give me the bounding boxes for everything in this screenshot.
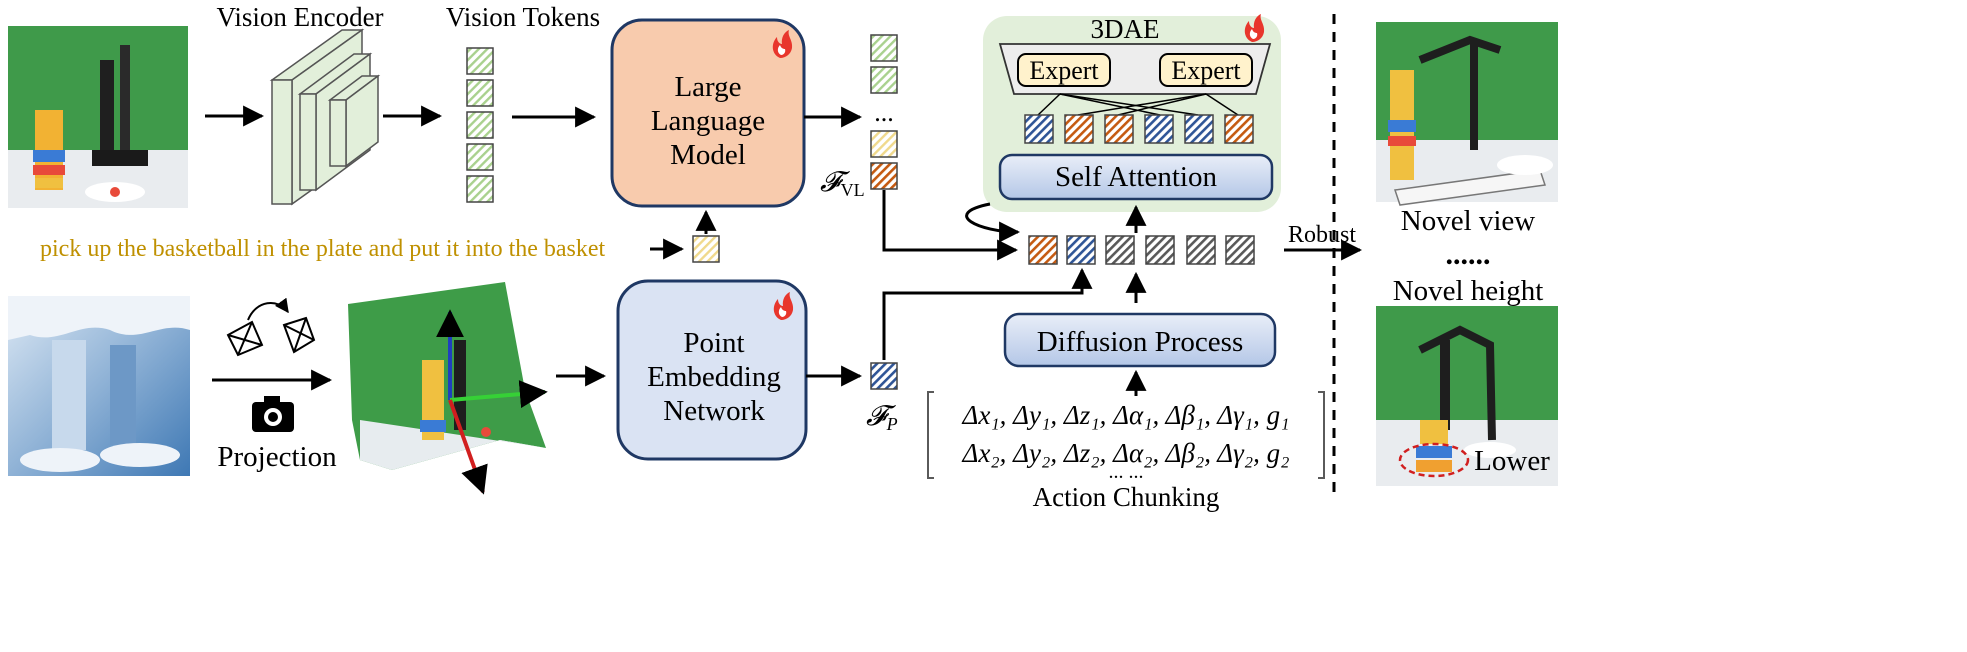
pen-label-line1: Point xyxy=(683,327,744,359)
projection-label: Projection xyxy=(217,441,337,473)
action-row-dots: ... ... xyxy=(1109,461,1144,483)
rgb-input-image xyxy=(8,26,188,208)
dae-module: 3DAE Expert Expert Self Attention xyxy=(983,14,1281,212)
point-cloud-image xyxy=(348,282,548,495)
self-attention-label: Self Attention xyxy=(1055,161,1217,193)
llm-label-line3: Model xyxy=(670,139,746,171)
instruction-text: pick up the basketball in the plate and … xyxy=(40,236,606,262)
pen-label-line3: Network xyxy=(663,395,765,427)
llm-label-line1: Large xyxy=(674,71,741,103)
token-ellipsis: ... xyxy=(874,98,894,127)
fusion-token-row xyxy=(1028,235,1255,265)
vision-token-column xyxy=(466,47,494,203)
llm-label-line2: Language xyxy=(651,105,765,137)
fp-token xyxy=(870,362,898,390)
camera-transform-icon xyxy=(226,297,316,357)
action-row-1: Δx₁, Δy₁, Δz₁, Δα₁, Δβ₁, Δγ₁, g₁ xyxy=(961,400,1289,430)
camera-icon xyxy=(252,396,294,432)
arrow-fvl-to-fusion xyxy=(882,190,1019,261)
vision-encoder-block xyxy=(269,28,381,206)
llm-box: Large Language Model xyxy=(610,18,806,208)
action-chunk-matrix: Δx₁, Δy₁, Δz₁, Δα₁, Δβ₁, Δγ₁, g₁ Δx₂, Δy… xyxy=(927,391,1325,483)
routing-lines xyxy=(1037,93,1239,116)
vision-tokens-label: Vision Tokens xyxy=(446,2,600,32)
axis-y-green xyxy=(449,380,548,409)
point-embedding-network-box: Point Embedding Network xyxy=(616,279,808,461)
self-attention-box xyxy=(998,153,1274,201)
robust-label: Robust xyxy=(1288,222,1356,248)
curved-arrow-to-fusion xyxy=(965,202,1021,243)
dots-separator: ...... xyxy=(1446,238,1491,271)
diffusion-process-label: Diffusion Process xyxy=(1037,326,1243,358)
llm-output-token-column xyxy=(870,34,898,190)
novel-view-image xyxy=(1376,22,1558,206)
novel-height-label: Novel height xyxy=(1393,275,1544,307)
depth-input-image xyxy=(8,296,190,476)
f-vl-symbol: 𝓕VL xyxy=(820,167,865,200)
instruction-token xyxy=(692,235,720,263)
expert-left-box xyxy=(1017,53,1111,87)
expert-right-label: Expert xyxy=(1171,56,1241,85)
pen-label-line2: Embedding xyxy=(647,361,781,393)
dae-token-row xyxy=(1024,114,1254,144)
expert-right-box xyxy=(1159,53,1253,87)
lower-label: Lower xyxy=(1474,445,1550,477)
dae-title: 3DAE xyxy=(1091,14,1160,44)
highlight-ellipse xyxy=(1398,442,1470,478)
axis-x-red xyxy=(448,399,488,495)
diffusion-process-box xyxy=(1003,312,1277,368)
arrow-fp-to-fusion xyxy=(882,267,1093,360)
novel-view-label: Novel view xyxy=(1401,205,1536,237)
novel-height-image xyxy=(1376,306,1558,486)
expert-left-label: Expert xyxy=(1029,56,1099,85)
f-p-symbol: 𝓕P xyxy=(866,401,898,434)
action-row-2: Δx₂, Δy₂, Δz₂, Δα₂, Δβ₂, Δγ₂, g₂ xyxy=(961,438,1289,468)
action-chunking-label: Action Chunking xyxy=(1033,482,1220,512)
vision-encoder-label: Vision Encoder xyxy=(216,2,383,32)
